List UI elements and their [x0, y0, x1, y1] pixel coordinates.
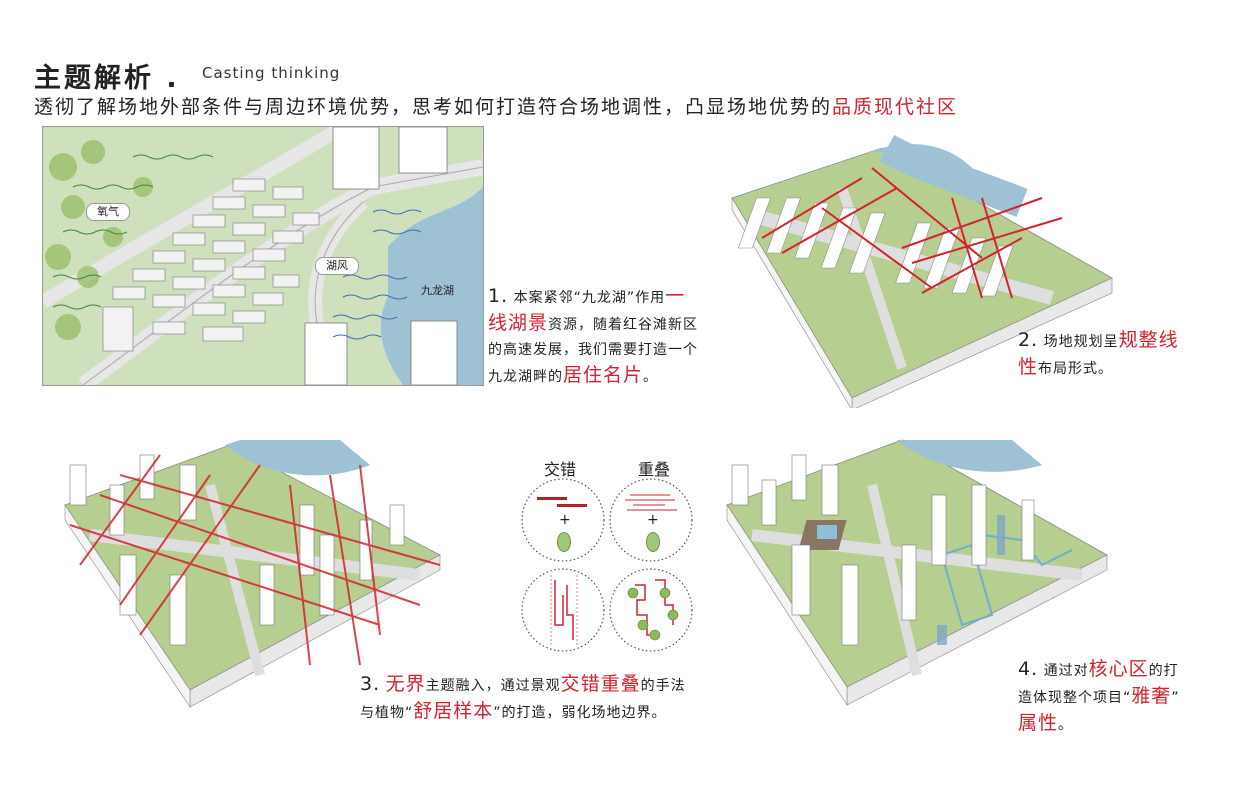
caption-3-highlight-1: 无界 — [385, 673, 426, 695]
caption-3-text-2: 的手法 — [640, 678, 686, 694]
core-area-model — [726, 439, 1108, 707]
caption-3-highlight-3: 舒居样本 — [413, 700, 494, 722]
legend-stagger-label: 交错 — [544, 460, 577, 479]
caption-2-text-2: 布局形式。 — [1038, 361, 1114, 377]
caption-1: 1. 本案紧邻“九龙湖”作用一 线湖景资源，随着红谷滩新区 的高速发展，我们需要… — [488, 284, 748, 390]
caption-4-highlight-3: 属性 — [1018, 712, 1059, 734]
caption-4: 4. 通过对核心区的打 造体现整个项目“雅奢” 属性。 — [1018, 657, 1243, 738]
caption-2-number: 2. — [1018, 329, 1039, 351]
oxygen-label: 氧气 — [86, 203, 130, 221]
caption-3-number: 3. — [360, 673, 381, 695]
caption-1-text-4: 九龙湖畔的 — [488, 369, 563, 385]
lead-highlight: 品质现代社区 — [832, 96, 959, 118]
caption-2-highlight-1: 规整线 — [1118, 329, 1179, 351]
caption-1-text-1: 本案紧邻“九龙湖”作用 — [513, 290, 666, 306]
legend-diagrams — [521, 478, 693, 652]
lakewind-label: 湖风 — [315, 257, 359, 275]
lead-sentence: 透彻了解场地外部条件与周边环境优势，思考如何打造符合场地调性，凸显场地优势的品质… — [34, 92, 958, 119]
site-map-panel: 氧气 湖风 九龙湖 — [42, 126, 484, 386]
caption-1-text-2: 资源，随着红谷滩新区 — [548, 317, 699, 333]
caption-3-highlight-2: 交错重叠 — [560, 673, 641, 695]
caption-2-highlight-2: 性 — [1018, 356, 1039, 378]
caption-2-text-1: 场地规划呈 — [1043, 334, 1119, 350]
caption-1-highlight-3: 居住名片 — [563, 364, 644, 386]
caption-4-text-2: 的打 — [1148, 663, 1179, 679]
legend-leaf-right-icon — [646, 532, 660, 552]
caption-4-text-3: 造体现整个项目“ — [1018, 690, 1132, 706]
boundless-overlay-model — [64, 440, 441, 708]
linear-layout-model — [731, 134, 1113, 408]
caption-1-text-5: 。 — [643, 369, 659, 385]
caption-3-text-1: 主题融入，通过景观 — [425, 678, 561, 694]
caption-4-number: 4. — [1018, 658, 1039, 680]
page-subtitle: Casting thinking — [202, 64, 341, 82]
caption-4-highlight-1: 核心区 — [1088, 658, 1149, 680]
caption-1-highlight-1: 一 — [665, 285, 686, 307]
page-title: 主题解析 . — [34, 63, 180, 94]
lead-text: 透彻了解场地外部条件与周边环境优势，思考如何打造符合场地调性，凸显场地优势的 — [34, 96, 833, 118]
caption-3-text-4: ”的打造，弱化场地边界。 — [493, 705, 667, 721]
site-map-illustration — [43, 127, 483, 385]
lake-label: 九龙湖 — [421, 284, 454, 297]
caption-4-text-5: 。 — [1058, 717, 1074, 733]
caption-3-text-3: 与植物“ — [360, 705, 414, 721]
caption-1-highlight-2: 线湖景 — [488, 312, 549, 334]
caption-4-text-4: ” — [1171, 690, 1180, 706]
legend-overlap-label: 重叠 — [638, 460, 671, 479]
caption-1-text-3: 的高速发展，我们需要打造一个 — [488, 342, 698, 358]
caption-2: 2. 场地规划呈规整线 性布局形式。 — [1018, 328, 1238, 382]
caption-4-highlight-2: 雅奢 — [1131, 685, 1172, 707]
caption-3: 3. 无界主题融入，通过景观交错重叠的手法 与植物“舒居样本”的打造，弱化场地边… — [360, 672, 790, 726]
legend-plus-right: + — [647, 512, 659, 528]
legend-leaf-left-icon — [557, 532, 571, 552]
caption-4-text-1: 通过对 — [1043, 663, 1089, 679]
caption-1-number: 1. — [488, 285, 509, 307]
legend-plus-left: + — [559, 512, 571, 528]
